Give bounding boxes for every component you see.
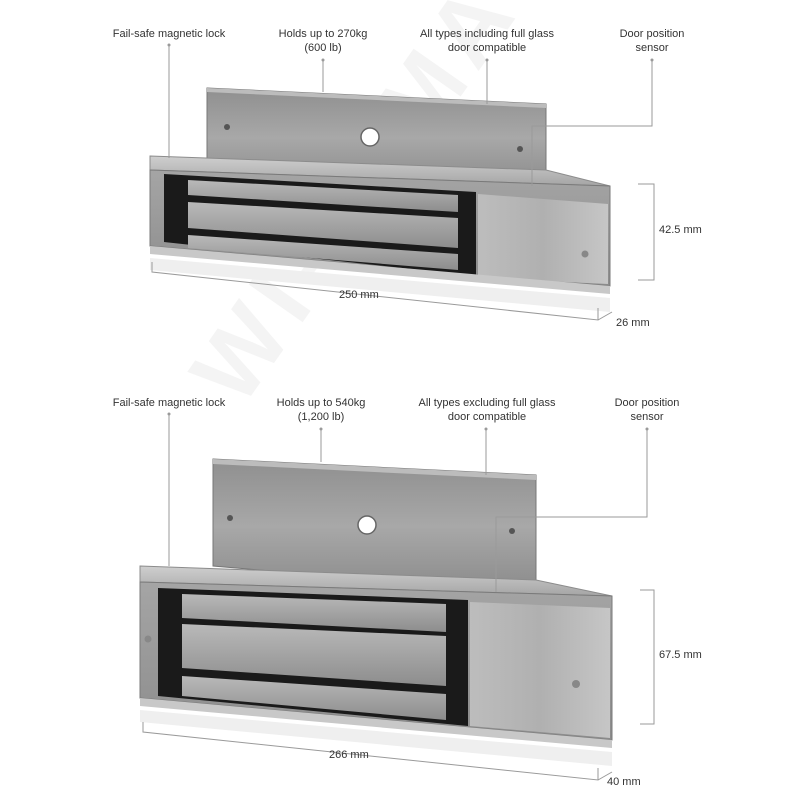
callout-door-types-1: All types including full glass door comp… xyxy=(420,28,554,54)
dimension-height-2: 67.5 mm xyxy=(659,649,702,661)
dimension-length-2: 266 mm xyxy=(329,749,369,761)
callout-holding-force-1: Holds up to 270kg (600 lb) xyxy=(278,28,368,54)
plate-hole-icon xyxy=(360,127,380,147)
callout-fail-safe-2: Fail-safe magnetic lock xyxy=(112,397,226,409)
lock-2 xyxy=(139,412,655,781)
callout-door-types-2: All types excluding full glass door comp… xyxy=(418,397,556,423)
dimension-height-1: 42.5 mm xyxy=(659,224,702,236)
dimension-length-1: 250 mm xyxy=(339,289,379,301)
callout-holding-force-2: Holds up to 540kg (1,200 lb) xyxy=(276,397,366,423)
lock-1 xyxy=(149,43,655,321)
callout-door-sensor-2: Door position sensor xyxy=(614,397,680,423)
callout-fail-safe-1: Fail-safe magnetic lock xyxy=(112,28,226,40)
plate-hole-icon xyxy=(357,515,377,535)
callout-door-sensor-1: Door position sensor xyxy=(619,28,685,54)
dimension-depth-1: 26 mm xyxy=(616,317,650,329)
dimension-depth-2: 40 mm xyxy=(607,776,641,788)
